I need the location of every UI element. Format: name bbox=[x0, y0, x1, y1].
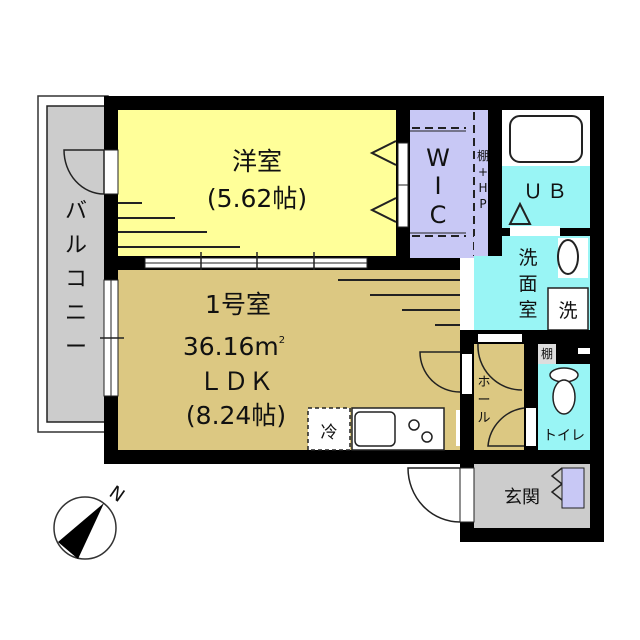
unit-number: 1号室 bbox=[205, 290, 271, 319]
folding-door-icon bbox=[369, 140, 397, 223]
western-room-size: (5.62帖) bbox=[207, 184, 307, 213]
washroom-label-1: 洗 bbox=[518, 247, 537, 269]
balcony-label-5: ー bbox=[65, 335, 87, 360]
shelf-hp-label: 棚 bbox=[477, 148, 489, 163]
balcony-label-3: コ bbox=[65, 267, 87, 292]
balcony-label-4: ニ bbox=[65, 301, 87, 326]
bath-label: ＵＢ bbox=[523, 179, 571, 203]
ldk-name: ＬＤＫ bbox=[198, 367, 273, 396]
shelf-hp-label-p: P bbox=[479, 197, 486, 211]
hall-label-2: ー bbox=[477, 393, 490, 408]
toilet-bowl-icon bbox=[552, 379, 576, 415]
hall bbox=[474, 344, 524, 460]
balcony bbox=[37, 95, 109, 433]
balcony-label-1: バ bbox=[65, 199, 87, 224]
toilet-label: トイレ bbox=[543, 428, 585, 444]
wic-label-w: W bbox=[426, 144, 450, 172]
ldk-window[interactable] bbox=[100, 279, 124, 397]
kitchen-counter bbox=[307, 407, 445, 451]
bathtub-icon bbox=[509, 115, 583, 163]
total-area: 36.16m2 bbox=[183, 332, 285, 361]
ldk-size: (8.24帖) bbox=[186, 401, 286, 430]
bath-room bbox=[502, 166, 590, 228]
western-room-hatch bbox=[118, 202, 240, 248]
stove-burner-icon bbox=[408, 419, 420, 431]
fridge-label: 冷 bbox=[321, 423, 338, 443]
stove-burner-icon bbox=[421, 431, 433, 443]
entrance-label: 玄関 bbox=[504, 487, 540, 508]
wic-label-i: I bbox=[434, 172, 441, 200]
wic-label-c: C bbox=[430, 201, 447, 229]
ldk-hatch bbox=[338, 279, 460, 326]
compass-icon bbox=[53, 496, 117, 560]
balcony-door[interactable] bbox=[63, 149, 119, 195]
washer-space bbox=[547, 287, 589, 331]
front-door[interactable] bbox=[407, 467, 475, 523]
western-room bbox=[118, 110, 396, 258]
compass-north-label: N bbox=[105, 482, 128, 507]
sink-icon bbox=[557, 239, 579, 275]
hall-label-1: ホ bbox=[477, 375, 490, 390]
western-room-name: 洋室 bbox=[232, 147, 282, 176]
shelf-hp-label-h: H bbox=[478, 181, 487, 195]
toilet-shelf-label: 棚 bbox=[541, 346, 553, 361]
shelf-hp-label-plus: + bbox=[478, 165, 488, 179]
washroom-label-3: 室 bbox=[518, 299, 537, 321]
shoe-cabinet bbox=[561, 467, 585, 509]
sliding-door[interactable] bbox=[144, 252, 368, 276]
washer-label: 洗 bbox=[558, 300, 577, 322]
balcony-label-2: ル bbox=[65, 233, 87, 258]
hall-label-3: ル bbox=[477, 411, 490, 426]
washroom-label-2: 面 bbox=[518, 273, 537, 295]
